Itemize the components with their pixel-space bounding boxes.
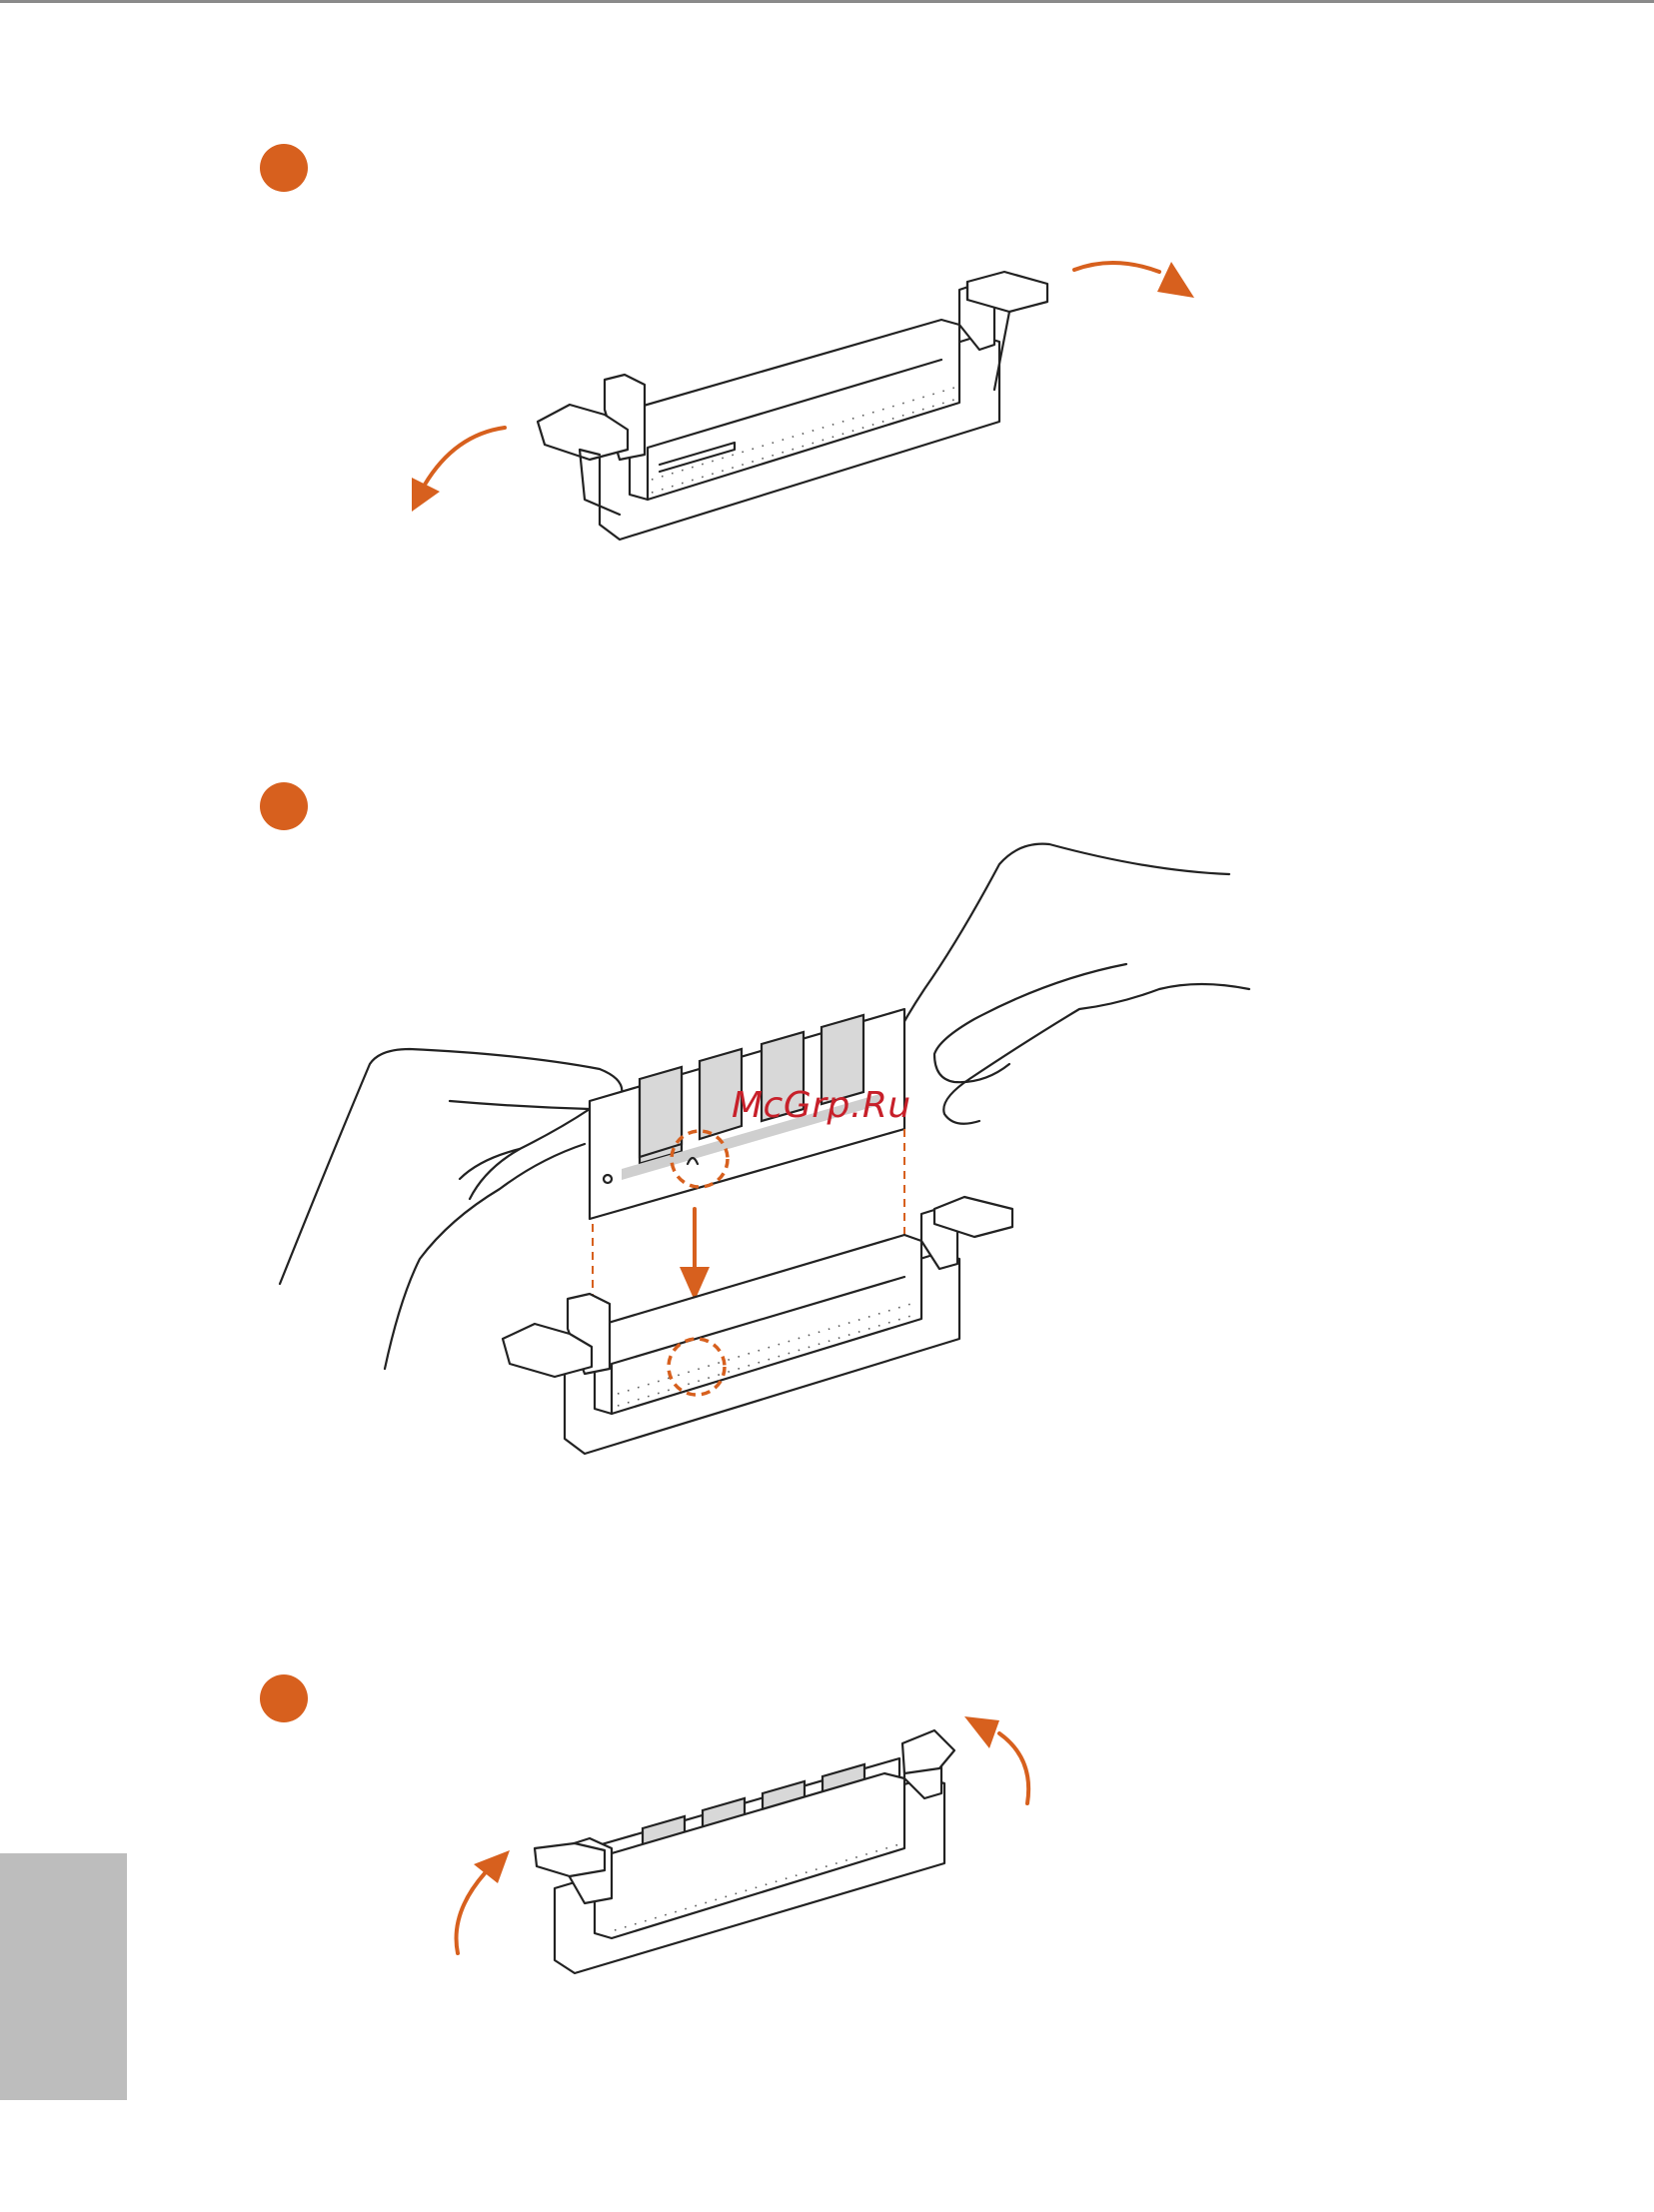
step-2-bullet <box>260 782 308 830</box>
close-arrow-right-head <box>964 1716 999 1748</box>
right-hand <box>889 844 1249 1124</box>
close-arrow-right <box>999 1733 1028 1803</box>
step-1-illustration <box>0 250 1654 569</box>
step-3-illustration <box>0 1698 1654 1998</box>
open-arrow-right <box>1074 263 1159 272</box>
open-arrow-right-head <box>1157 262 1194 298</box>
dimm-seated <box>535 1730 954 1973</box>
step-2-illustration <box>0 839 1654 1479</box>
top-rule <box>0 0 1654 3</box>
dimm-slot <box>503 1197 1012 1454</box>
dimm-slot-open <box>538 272 1047 540</box>
side-tab <box>0 1853 127 2100</box>
watermark: McGrp.Ru <box>732 1085 911 1126</box>
step-1-bullet <box>260 144 308 192</box>
close-arrow-left <box>457 1873 485 1953</box>
open-arrow-left <box>425 428 505 485</box>
